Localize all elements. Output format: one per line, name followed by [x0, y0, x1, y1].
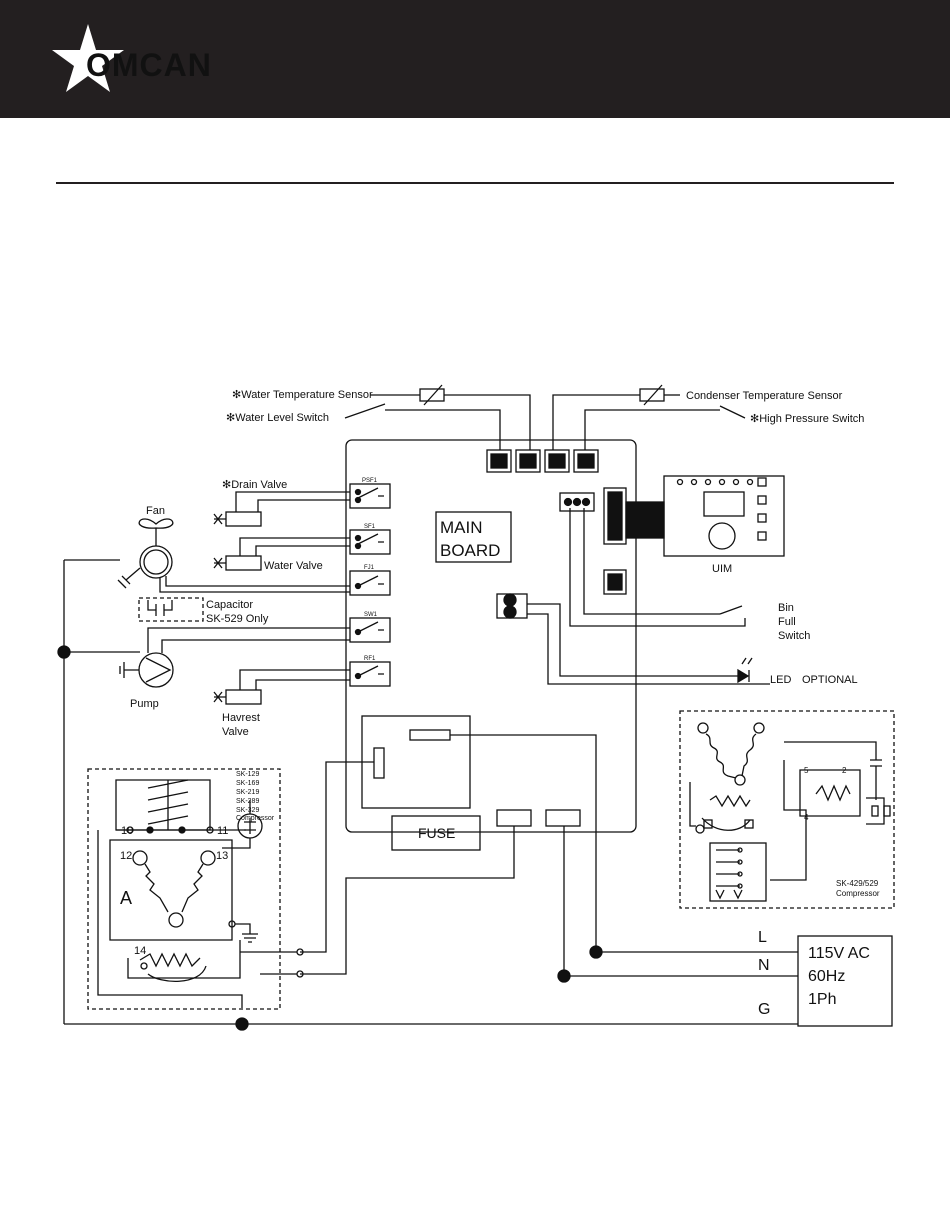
- relay-sw1: SW1: [364, 612, 378, 618]
- terminal-10: 10: [121, 825, 133, 837]
- uim-panel: [603, 475, 785, 595]
- sensor-wires: [344, 384, 746, 450]
- compressor-a: [87, 768, 281, 1010]
- board-transformer: [300, 715, 597, 953]
- model-sk129: SK-129: [236, 771, 259, 778]
- label-bin-2: Full: [778, 616, 796, 628]
- main-board-label-1: MAIN: [440, 518, 483, 537]
- label-led: LED: [770, 674, 791, 686]
- line-l-label: L: [758, 929, 767, 946]
- main-board-label-2: BOARD: [440, 541, 500, 560]
- label-pump: Pump: [130, 698, 159, 710]
- label-bin-1: Bin: [778, 602, 794, 614]
- main-board-label-box: [435, 511, 512, 563]
- terminal-12: 12: [120, 850, 132, 862]
- relay-psf1: PSF1: [362, 478, 378, 484]
- sk429-label-2: Compressor: [836, 889, 880, 898]
- label-capacitor-2: SK-529 Only: [206, 613, 269, 625]
- terminal-14: 14: [134, 945, 146, 957]
- main-board-outline: [345, 439, 637, 833]
- pump-motor: [119, 627, 350, 688]
- sk429-term-2: 2: [842, 766, 847, 775]
- fan-motor: [117, 518, 350, 593]
- water-valve: [213, 537, 350, 571]
- terminal-13: 13: [216, 850, 228, 862]
- compressor-sk429: [679, 710, 895, 909]
- drain-valve: [213, 491, 350, 527]
- model-compressor: Compressor: [236, 815, 275, 822]
- label-water-temp-sensor: ✻Water Temperature Sensor: [232, 389, 373, 401]
- model-sk169: SK-169: [236, 780, 259, 787]
- sk429-label-1: SK-429/529: [836, 879, 879, 888]
- label-harvest-2: Valve: [222, 726, 249, 738]
- terminal-11: 11: [217, 825, 228, 837]
- line-g-label: G: [758, 1001, 770, 1018]
- label-uim: UIM: [712, 563, 732, 575]
- label-fan: Fan: [146, 505, 165, 517]
- power-spec-2: 60Hz: [808, 968, 845, 985]
- label-water-valve: Water Valve: [264, 560, 323, 572]
- power-spec-3: 1Ph: [808, 991, 836, 1008]
- capacitor: [138, 597, 204, 622]
- led-connector: [496, 593, 770, 685]
- bin-full-switch: [559, 492, 746, 627]
- relay-fj1: FJ1: [364, 565, 375, 571]
- relay-sf1: SF1: [364, 524, 376, 530]
- omcan-logo: OMCAN: [52, 24, 212, 92]
- header-rule: [56, 182, 894, 184]
- compressor-a-label: A: [120, 888, 132, 908]
- header-bar: OMCAN: [0, 0, 950, 118]
- harvest-valve: [213, 669, 350, 705]
- model-sk219: SK-219: [236, 789, 259, 796]
- label-fuse: FUSE: [418, 825, 455, 841]
- sensor-connectors: [486, 449, 599, 473]
- label-water-level-switch: ✻Water Level Switch: [226, 412, 329, 424]
- sk429-term-5: 5: [804, 766, 809, 775]
- sk429-term-4: 4: [804, 813, 809, 822]
- label-optional: OPTIONAL: [802, 674, 858, 686]
- label-drain-valve: ✻Drain Valve: [222, 479, 287, 491]
- brand-name: OMCAN: [86, 47, 212, 83]
- relay-rf1: RF1: [364, 656, 376, 662]
- power-spec-1: 115V AC: [808, 945, 870, 962]
- label-harvest-1: Havrest: [222, 712, 260, 724]
- label-high-pressure-switch: ✻High Pressure Switch: [750, 413, 864, 425]
- line-n-label: N: [758, 957, 770, 974]
- label-condenser-temp-sensor: Condenser Temperature Sensor: [686, 390, 843, 402]
- fuse: [300, 809, 581, 976]
- label-bin-3: Switch: [778, 630, 810, 642]
- power-lines: [57, 559, 893, 1031]
- label-capacitor-1: Capacitor: [206, 599, 253, 611]
- star-icon: [52, 24, 124, 92]
- model-sk289: SK-289: [236, 798, 259, 805]
- relays: [349, 483, 391, 687]
- model-sk329: SK-329: [236, 807, 259, 814]
